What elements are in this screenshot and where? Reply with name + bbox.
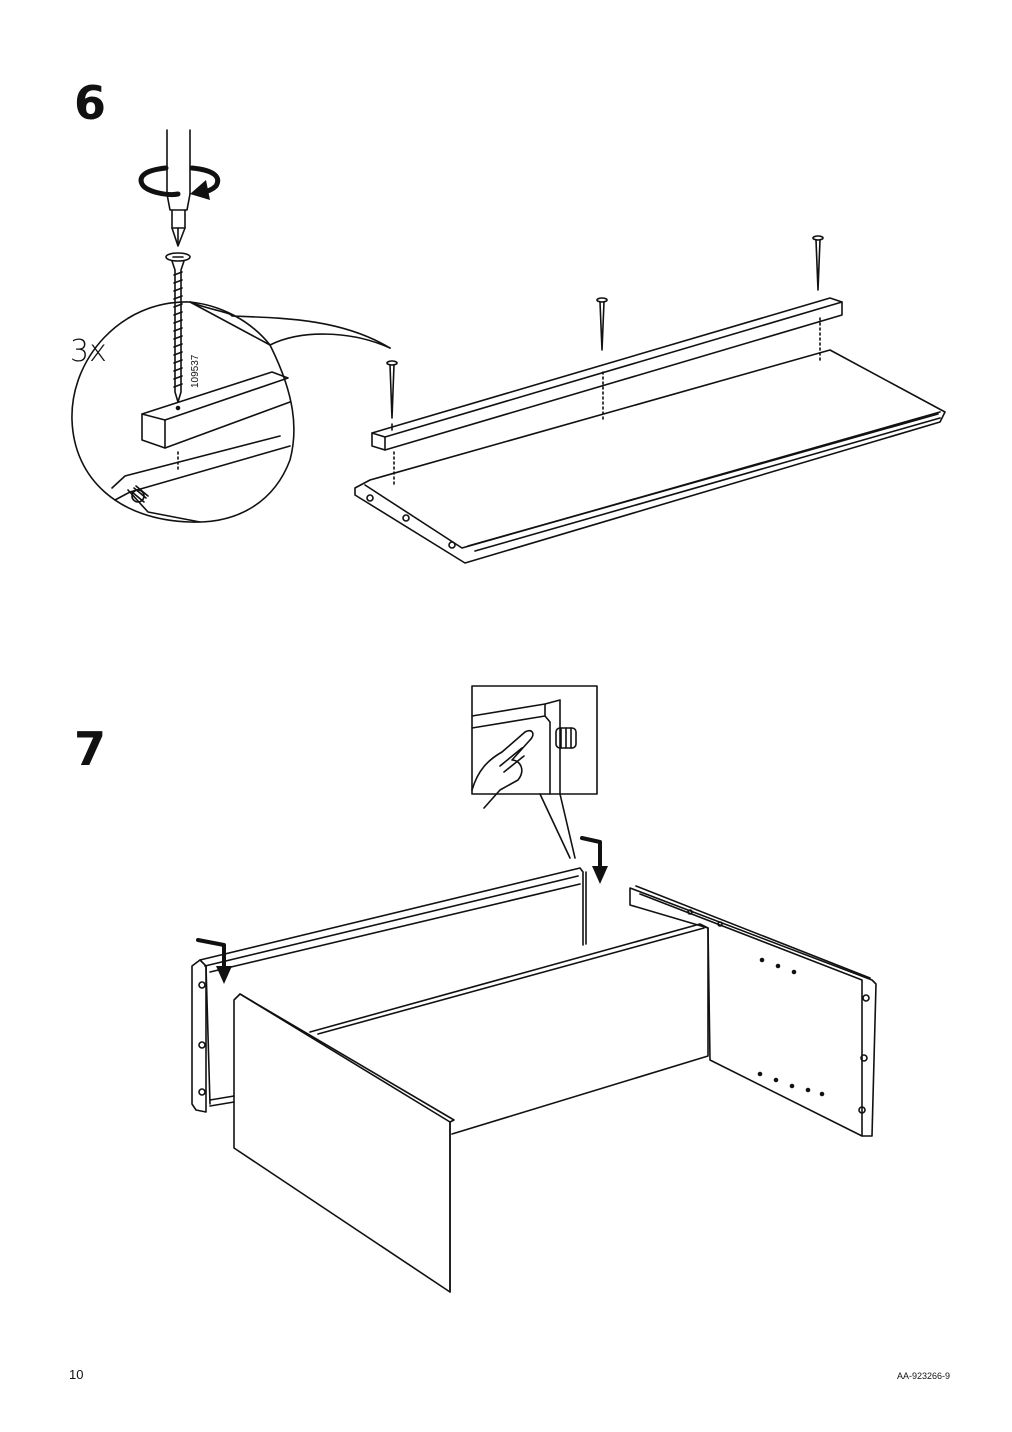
screwdriver-icon <box>166 129 191 247</box>
document-code: AA-923266-9 <box>896 1371 950 1381</box>
back-panel <box>199 867 587 973</box>
step-7-number: 7 <box>74 722 107 776</box>
detail-magnifier <box>71 301 391 523</box>
bottom-panel <box>309 923 709 1135</box>
step6-panel <box>354 349 946 564</box>
screw-quantity: 3x <box>70 334 107 369</box>
finger-press-icon <box>471 729 534 809</box>
right-side-panel <box>629 885 877 1137</box>
dowel-icon <box>555 727 577 749</box>
step7-detail-box <box>471 685 598 859</box>
step6-screws <box>386 235 824 485</box>
screw-icon <box>165 252 191 403</box>
rotate-arrow-icon <box>138 165 221 200</box>
front-panel <box>233 993 455 1293</box>
step-6-number: 6 <box>74 76 107 130</box>
step6-batten <box>371 297 843 451</box>
page-number: 10 <box>69 1367 84 1382</box>
left-side-panel <box>191 959 235 1113</box>
